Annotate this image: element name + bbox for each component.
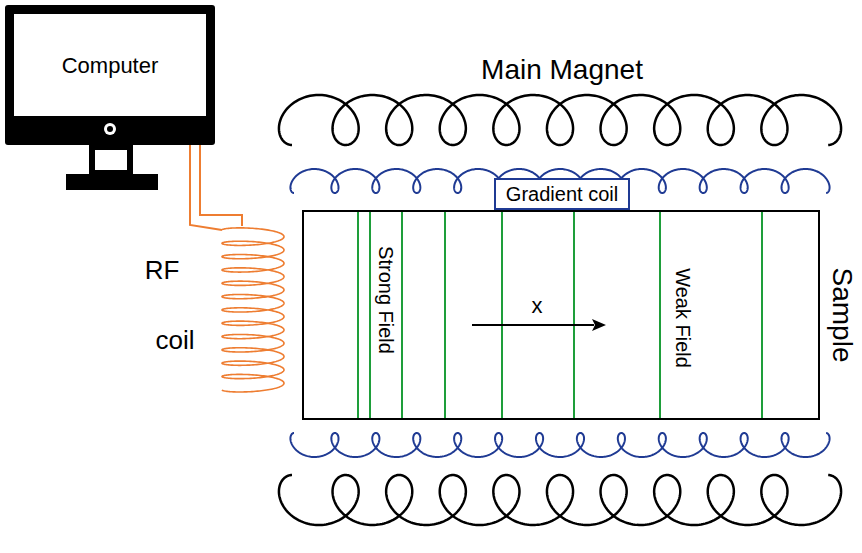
field-line (501, 211, 503, 419)
node-text: Sample (827, 268, 858, 363)
monitor-button (104, 123, 116, 135)
coil-label: coil (155, 326, 194, 355)
field-line (573, 211, 575, 419)
field-line (761, 211, 763, 419)
axis-label: x (532, 294, 543, 318)
field-label: Strong Field (375, 246, 397, 354)
field-lines (358, 211, 762, 419)
node-text: Computer (62, 54, 159, 78)
field-label: Weak Field (672, 268, 694, 368)
rf-wire (190, 145, 222, 230)
gradient-coil-winding (290, 433, 829, 457)
field-line (444, 211, 446, 419)
axis-arrow (472, 324, 594, 326)
node-text: Gradient coil (506, 183, 618, 205)
magnet-label: Main Magnet (481, 55, 643, 86)
computer-monitor: Computer (5, 5, 215, 145)
main-magnet-coil (279, 475, 841, 525)
monitor-base (66, 174, 158, 190)
rf-wire (200, 145, 242, 226)
arrowhead (592, 319, 606, 331)
monitor-button-center (107, 126, 113, 132)
field-line (401, 211, 403, 419)
field-line (659, 211, 661, 419)
main-magnet-coil (279, 95, 841, 145)
monitor-neck (92, 147, 130, 173)
coil-label: RF (145, 256, 180, 285)
field-line (369, 211, 371, 419)
field-line (357, 211, 359, 419)
rf-coil (222, 228, 284, 392)
gradient-coil-box: Gradient coil (494, 178, 630, 210)
